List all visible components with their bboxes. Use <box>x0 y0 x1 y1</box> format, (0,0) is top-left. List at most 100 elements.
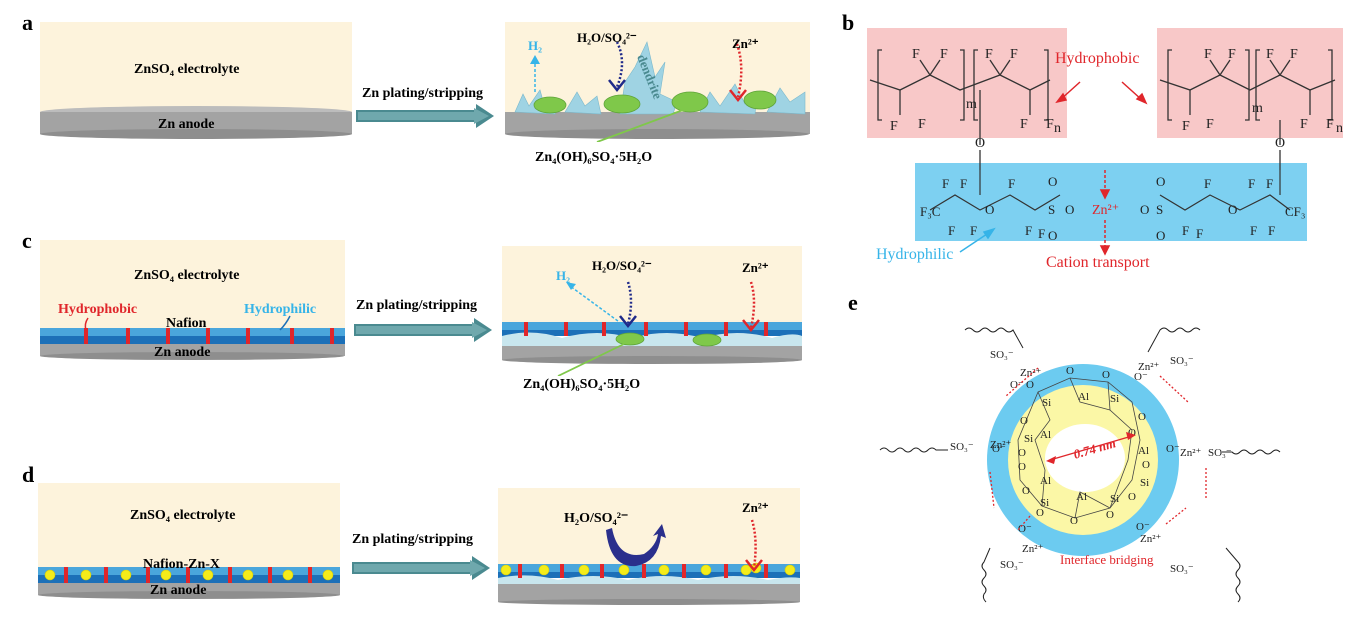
zn-ion-label: Zn²⁺ <box>732 36 759 51</box>
nafion-label: Nafion <box>166 316 207 331</box>
byproduct-label: Zn₄(OH)₆SO₄·5H₂O <box>535 150 653 165</box>
svg-text:m: m <box>966 97 977 112</box>
svg-text:F: F <box>1248 176 1255 191</box>
svg-text:F: F <box>1025 223 1032 238</box>
svg-text:O: O <box>985 202 994 217</box>
svg-text:F: F <box>1250 223 1257 238</box>
svg-text:Zn²⁺: Zn²⁺ <box>1140 533 1162 545</box>
svg-text:O⁻: O⁻ <box>1136 521 1150 533</box>
svg-text:O⁻: O⁻ <box>1134 371 1148 383</box>
svg-text:F: F <box>960 176 967 191</box>
svg-text:O: O <box>1102 369 1110 381</box>
process-arrow <box>352 556 490 580</box>
svg-text:F: F <box>1266 176 1273 191</box>
water-sulfate-label: H₂O/SO₄²⁻ <box>592 258 652 273</box>
svg-text:S: S <box>1156 202 1163 217</box>
process-arrow <box>354 318 492 342</box>
svg-text:F: F <box>1008 176 1015 191</box>
process-label: Zn plating/stripping <box>356 298 477 313</box>
anode-label: Zn anode <box>154 345 211 360</box>
svg-text:n: n <box>1336 121 1343 136</box>
svg-text:O: O <box>1018 447 1026 459</box>
electrolyte-label: ZnSO₄ electrolyte <box>134 268 240 283</box>
hydrophilic-label: Hydrophilic <box>244 302 317 317</box>
svg-text:O: O <box>1022 485 1030 497</box>
water-sulfate-label: H₂O/SO₄²⁻ <box>564 511 629 526</box>
svg-text:S: S <box>1048 202 1055 217</box>
svg-text:Si: Si <box>1140 477 1149 489</box>
svg-text:Zn²⁺: Zn²⁺ <box>1020 367 1042 379</box>
panel-d-letter: d <box>22 462 35 487</box>
water-sulfate-label: H₂O/SO₄²⁻ <box>577 30 637 45</box>
panel-e-letter: e <box>848 290 858 315</box>
h2-label: H₂ <box>556 268 571 283</box>
svg-text:F: F <box>1268 223 1275 238</box>
svg-text:Zn²⁺: Zn²⁺ <box>990 439 1012 451</box>
panel-d-right-cell <box>498 488 800 605</box>
svg-text:F: F <box>1182 223 1189 238</box>
svg-text:F: F <box>1204 176 1211 191</box>
process-label: Zn plating/stripping <box>362 86 483 101</box>
svg-text:Al: Al <box>1076 491 1087 503</box>
svg-text:SO₃⁻: SO₃⁻ <box>990 349 1014 361</box>
cation-transport-label: Cation transport <box>1046 254 1150 271</box>
svg-text:CF₃: CF₃ <box>1285 204 1305 219</box>
panel-c-right-cell <box>502 246 802 376</box>
svg-text:F₃C: F₃C <box>920 204 940 219</box>
panel-a-letter: a <box>22 10 33 35</box>
svg-text:O: O <box>1128 491 1136 503</box>
panel-b-letter: b <box>842 10 855 35</box>
hydrophilic-label: Hydrophilic <box>876 246 954 263</box>
panel-c-left-cell <box>40 240 345 360</box>
interface-bridging-label: Interface bridging <box>1060 552 1154 567</box>
svg-text:F: F <box>942 176 949 191</box>
svg-text:O: O <box>1048 174 1057 189</box>
process-arrow <box>356 104 494 128</box>
svg-text:SO₃⁻: SO₃⁻ <box>1170 355 1194 367</box>
svg-text:O⁻: O⁻ <box>1166 443 1180 455</box>
svg-text:O: O <box>1228 202 1237 217</box>
electrolyte-label: ZnSO₄ electrolyte <box>130 508 236 523</box>
svg-text:O: O <box>1138 411 1146 423</box>
electrolyte-label: ZnSO₄ electrolyte <box>134 62 240 77</box>
svg-text:Si: Si <box>1110 493 1119 505</box>
svg-text:Si: Si <box>1042 397 1051 409</box>
svg-text:Zn²⁺: Zn²⁺ <box>1022 543 1044 555</box>
panel-a-right-cell <box>505 22 810 142</box>
hydrophobic-label: Hydrophobic <box>1055 50 1140 67</box>
svg-text:Zn²⁺: Zn²⁺ <box>1180 447 1202 459</box>
svg-text:F: F <box>1196 226 1203 241</box>
anode-label: Zn anode <box>150 583 207 598</box>
svg-text:SO₃⁻: SO₃⁻ <box>1208 447 1232 459</box>
svg-text:Al: Al <box>1040 429 1051 441</box>
svg-text:F: F <box>1290 47 1298 62</box>
svg-text:Si: Si <box>1110 393 1119 405</box>
svg-text:O: O <box>1156 174 1165 189</box>
svg-text:O: O <box>1065 202 1074 217</box>
svg-text:m: m <box>1252 101 1263 116</box>
svg-text:SO₃⁻: SO₃⁻ <box>1170 563 1194 575</box>
svg-text:F: F <box>1182 119 1190 134</box>
svg-text:F: F <box>1020 117 1028 132</box>
zn-ion-label: Zn²⁺ <box>742 260 769 275</box>
svg-text:F: F <box>1326 117 1334 132</box>
svg-text:O: O <box>1106 509 1114 521</box>
anode-label: Zn anode <box>158 117 215 132</box>
svg-text:O: O <box>1066 365 1074 377</box>
svg-text:O⁻: O⁻ <box>1010 379 1024 391</box>
svg-text:O: O <box>1142 459 1150 471</box>
svg-text:O: O <box>1156 228 1165 243</box>
svg-text:F: F <box>890 119 898 134</box>
panel-a-left-cell <box>40 22 352 139</box>
panel-d-left-cell <box>38 483 340 599</box>
svg-text:F: F <box>1206 117 1214 132</box>
svg-text:SO₃⁻: SO₃⁻ <box>1000 559 1024 571</box>
svg-text:O: O <box>1128 427 1136 439</box>
svg-text:O: O <box>1018 461 1026 473</box>
svg-text:F: F <box>940 47 948 62</box>
svg-text:Si: Si <box>1040 497 1049 509</box>
svg-text:F: F <box>1228 47 1236 62</box>
svg-text:O⁻: O⁻ <box>992 443 1006 455</box>
